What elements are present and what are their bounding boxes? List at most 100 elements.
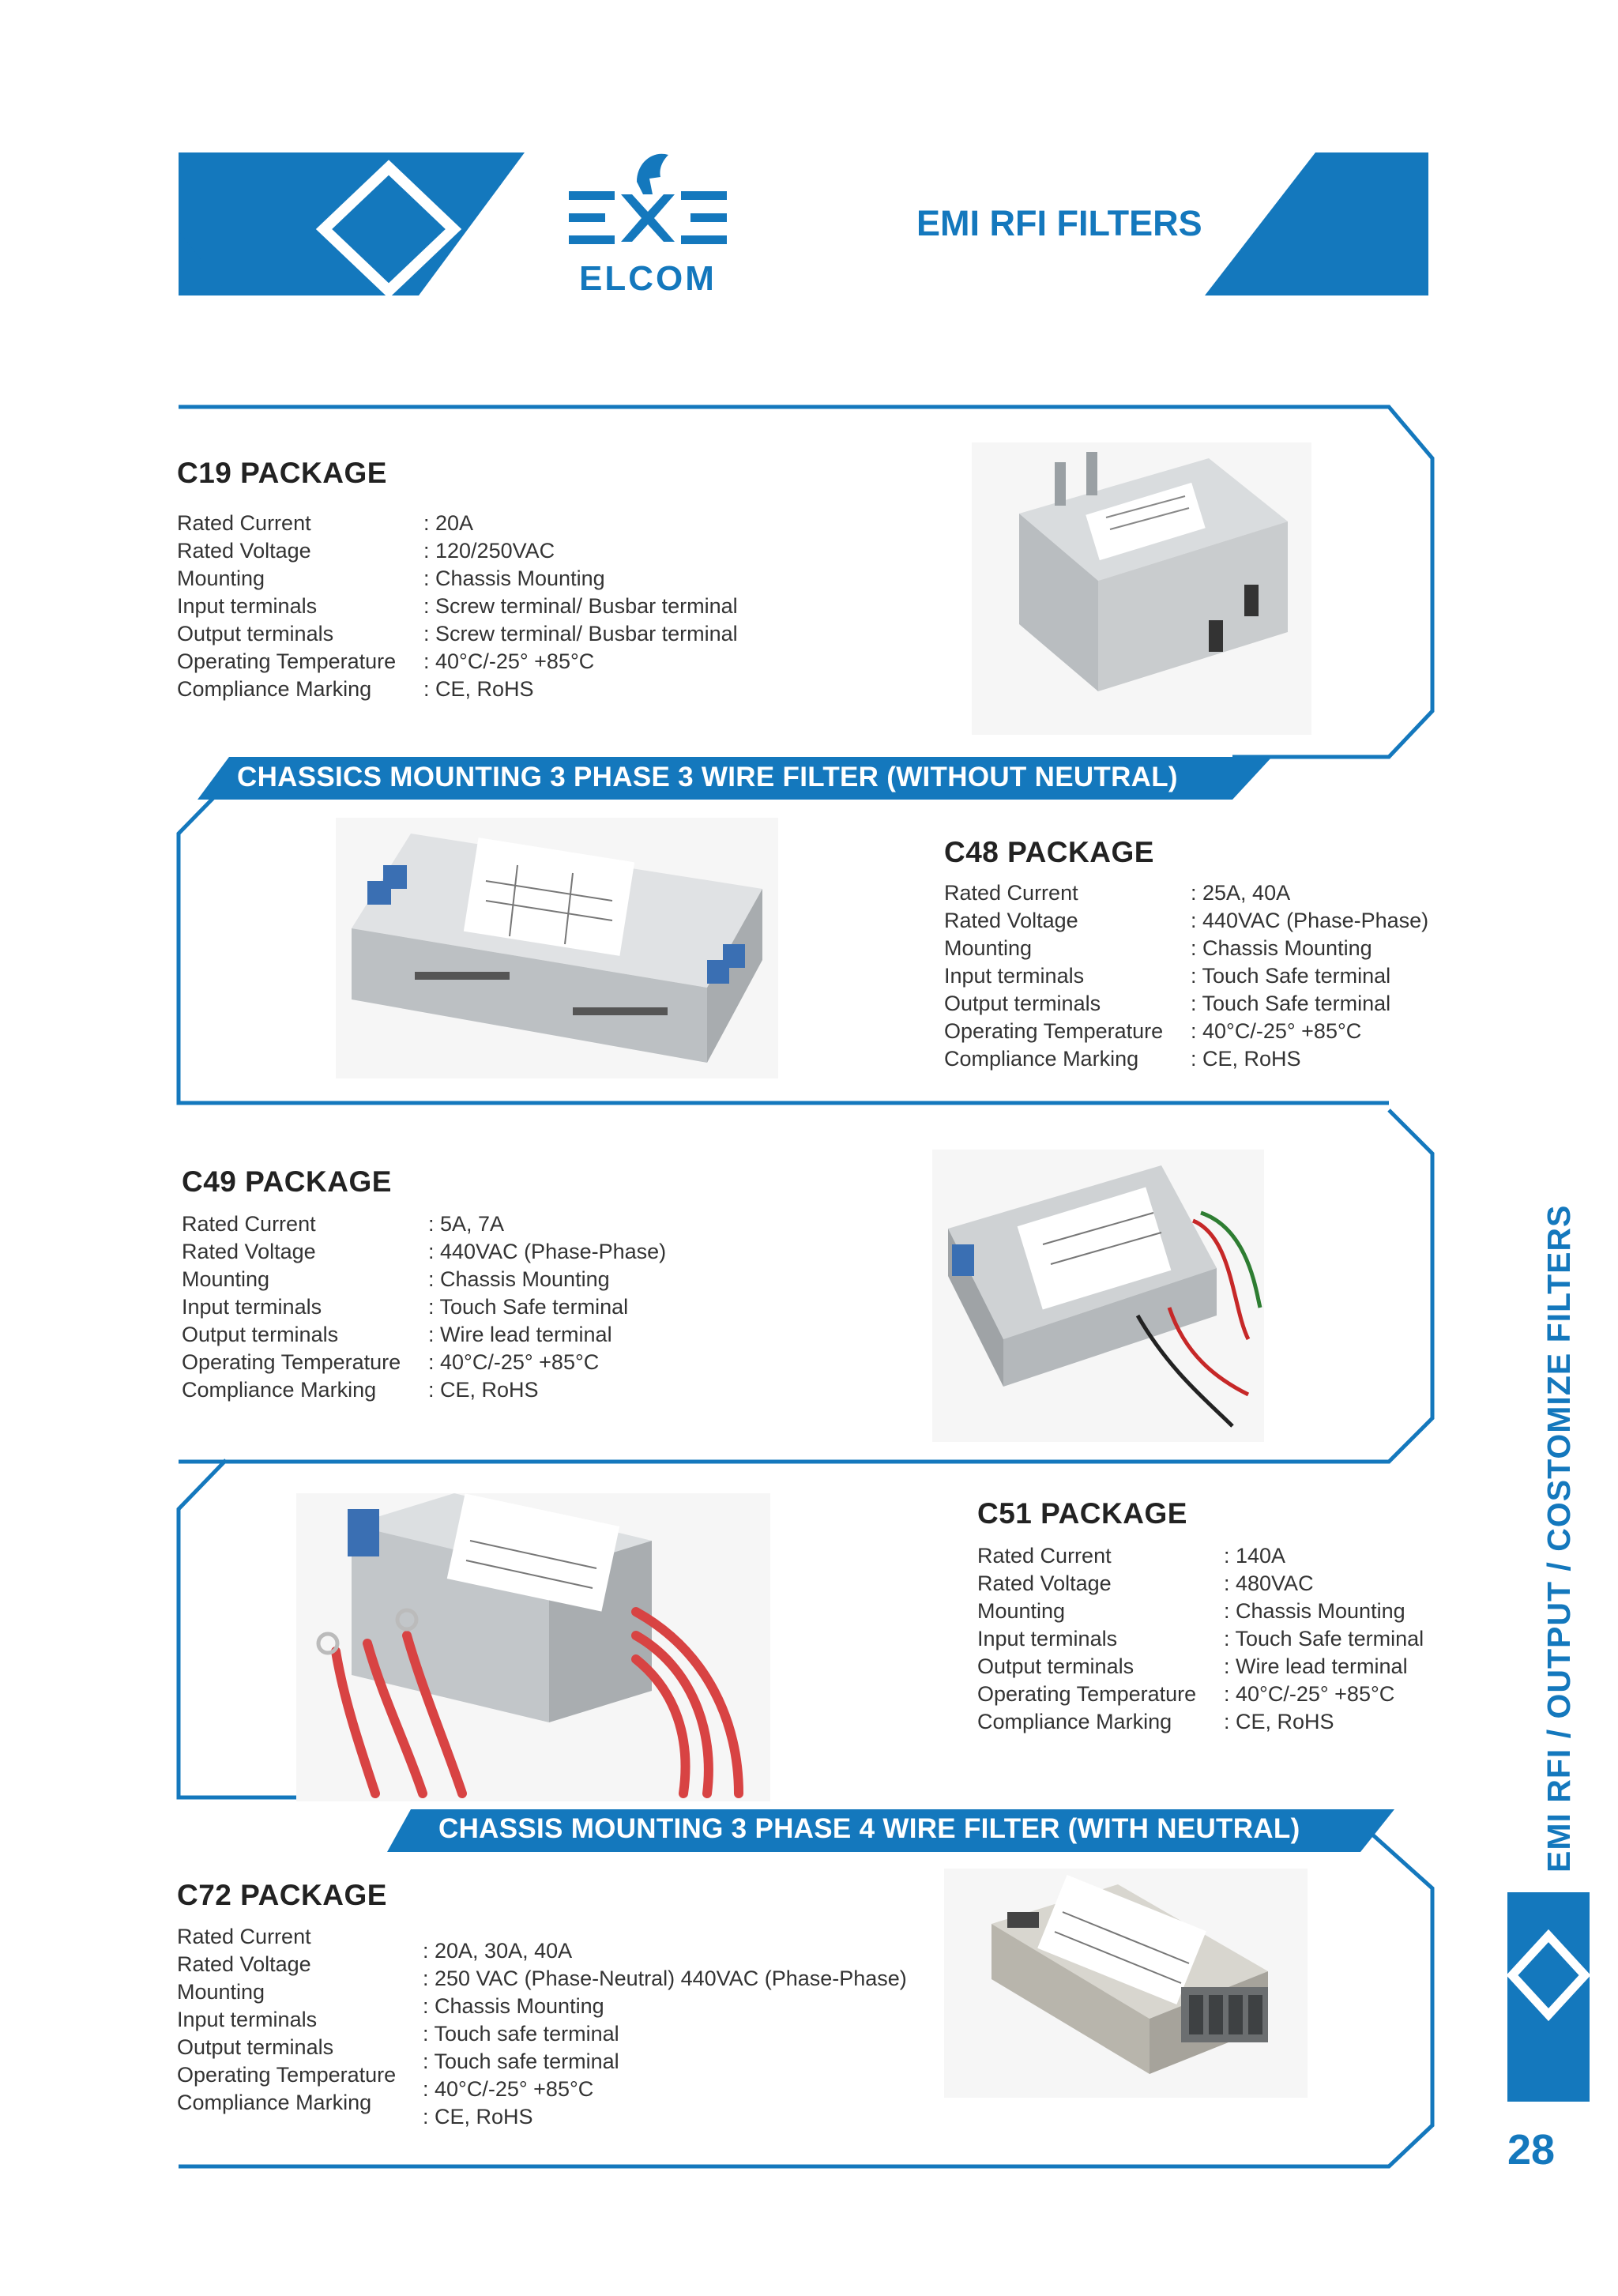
spec-label: Input terminals [177,594,318,618]
spec-row: Mounting: Chassis Mounting [177,565,738,593]
spec-value: : Touch safe terminal [423,2022,619,2046]
spec-label: Operating Temperature [177,649,397,673]
product-image-c48 [336,818,778,1078]
product-image-c49 [932,1150,1264,1442]
spec-label: Operating Temperature [177,2063,397,2087]
spec-value: : CE, RoHS [423,677,534,701]
spec-row: Mounting : Chassis Mounting [944,935,1428,962]
spec-label: Compliance Marking [182,1378,377,1402]
spec-value: : Screw terminal/ Busbar terminal [423,594,738,618]
spec-label: Output terminals [177,622,334,646]
frame-c51 [176,1459,387,1800]
spec-value: : Chassis Mounting [1191,936,1372,960]
product-image-c51 [296,1493,770,1801]
banner-three-wire-shape [198,757,1272,800]
spec-row: Operating Temperature : 40°C/-25° +85°C [944,1018,1428,1045]
spec-values-c72: : 20A, 30A, 40A : 250 VAC (Phase-Neutral… [423,1937,907,2131]
spec-row: Rated Voltage: 440VAC (Phase-Phase) [182,1238,666,1266]
spec-list-c48: Rated Current: 25A, 40A Rated Voltage: 4… [944,879,1428,1073]
spec-value: : CE, RoHS [1191,1047,1301,1071]
spec-value: : Wire lead terminal [1224,1654,1408,1678]
spec-value: : CE, RoHS [423,2105,533,2129]
spec-value: : Touch Safe terminal [1191,964,1391,988]
spec-row: Output terminals : Screw terminal/ Busbar… [177,620,738,648]
spec-row: Input terminals : Screw terminal/ Busbar … [177,593,738,620]
spec-label: Operating Temperature [977,1682,1197,1706]
spec-value: : 40°C/-25° +85°C [1191,1019,1362,1043]
spec-label: Rated Current [177,511,311,535]
frame-c19 [179,405,1435,759]
package-title-c51: C51 PACKAGE [977,1497,1187,1530]
spec-row: Input terminals: Touch Safe terminal [977,1625,1424,1653]
spec-label: Input terminals [944,964,1085,988]
elcom-logo-icon [569,153,727,244]
package-title-c48: C48 PACKAGE [944,836,1154,868]
package-title-c19: C19 PACKAGE [177,457,387,489]
spec-value: : 5A, 7A [428,1212,505,1236]
banner-four-wire-shape [387,1809,1394,1852]
spec-label: Output terminals [182,1323,339,1346]
spec-label: Output terminals [944,992,1101,1015]
spec-value: : 20A [423,511,474,535]
spec-row: Output terminals : Wire lead terminal [182,1321,666,1349]
spec-value: : Wire lead terminal [428,1323,612,1346]
spec-row: Operating Temperature : 40°C/-25° +85°C [182,1349,666,1376]
spec-label: Rated Current [977,1544,1112,1568]
header-left-shape-cut [179,231,229,295]
spec-row: Compliance Marking : CE, RoHS [177,676,738,703]
spec-label: Rated Voltage [177,539,311,563]
spec-label: Operating Temperature [944,1019,1164,1043]
spec-value: : 250 VAC (Phase-Neutral) 440VAC (Phase-… [423,1967,907,1990]
spec-label: Operating Temperature [182,1350,401,1374]
spec-label: Rated Current [182,1212,316,1236]
spec-value: : CE, RoHS [428,1378,539,1402]
spec-label: Input terminals [177,2008,318,2031]
spec-row: Operating Temperature : 40°C/-25° +85°C [977,1681,1424,1708]
spec-row: Rated Current : 5A, 7A [182,1210,666,1238]
spec-value: : Chassis Mounting [1224,1599,1405,1623]
product-image-c19 [972,442,1311,735]
product-image-c72 [944,1869,1308,2098]
spec-value: : 120/250VAC [423,539,555,563]
spec-list-c51: Rated Current : 140A Rated Voltage : 480VA… [977,1542,1424,1736]
spec-value: : Screw terminal/ Busbar terminal [423,622,738,646]
spec-label: Mounting [944,936,1033,960]
spec-label: Rated Voltage [977,1571,1112,1595]
spec-value: : 40°C/-25° +85°C [423,2077,594,2101]
spec-value: : 40°C/-25° +85°C [428,1350,600,1374]
spec-row: Compliance Marking : CE, RoHS [944,1045,1428,1073]
spec-row: Compliance Marking: CE, RoHS [977,1708,1424,1736]
spec-value: : Chassis Mounting [428,1267,610,1291]
spec-label: Rated Current [944,881,1078,905]
corner-diamond-icon [1506,1929,1591,2022]
spec-row: Rated Current : 20A [177,510,738,537]
spec-label: Compliance Marking [944,1047,1139,1071]
spec-row: Rated Voltage: 440VAC (Phase-Phase) [944,907,1428,935]
spec-list-c19: Rated Current : 20A Rated Voltage : 120/25… [177,510,738,703]
page-number: 28 [1507,2126,1556,2174]
spec-value: : Touch safe terminal [423,2049,619,2073]
banner-four-wire: CHASSIS MOUNTING 3 PHASE 4 WIRE FILTER (… [438,1813,1300,1844]
spec-label: Input terminals [977,1627,1118,1650]
spec-label: Output terminals [177,2035,334,2059]
spec-row: Rated Voltage : 480VAC [977,1570,1424,1598]
spec-value: : CE, RoHS [1224,1710,1334,1733]
spec-value: : 140A [1224,1544,1286,1568]
spec-value: : 40°C/-25° +85°C [1224,1682,1395,1706]
spec-label: Output terminals [977,1654,1134,1678]
spec-label: Compliance Marking [177,2091,372,2114]
spec-label: Compliance Marking [177,677,372,701]
spec-label: Mounting [177,1980,265,2004]
spec-value: : Chassis Mounting [423,566,605,590]
spec-value: : 20A, 30A, 40A [423,1939,573,1963]
frame-c72 [179,1831,1435,2169]
spec-label: Rated Current [177,1925,311,1948]
header-diamond-icon [315,160,462,299]
header-graphics [179,152,1428,299]
spec-value: : 480VAC [1224,1571,1314,1595]
spec-row: Rated Current: 25A, 40A [944,879,1428,907]
spec-value: : 440VAC (Phase-Phase) [1191,909,1429,932]
spec-row: Rated Current : 140A [977,1542,1424,1570]
spec-value: : Touch Safe terminal [1191,992,1391,1015]
